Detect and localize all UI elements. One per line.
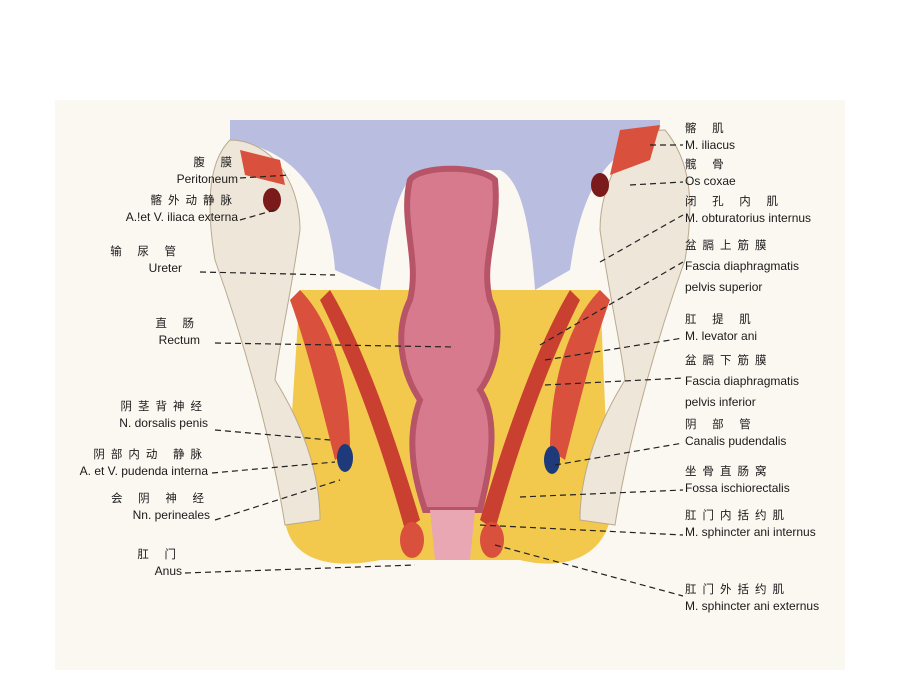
label-en: M. sphincter ani externus — [685, 599, 820, 613]
label-zh: 腹 膜 — [193, 155, 238, 169]
label-en: Ureter — [148, 261, 182, 275]
os-coxae-right — [579, 129, 691, 526]
leader-lines — [184, 144, 684, 597]
label-obturatorius-internus: 闭 孔 内 肌 M. obturatorius internus — [685, 193, 811, 227]
levator-ani-right — [480, 290, 580, 530]
label-en: M. sphincter ani internus — [685, 525, 816, 539]
iliac-vessels-left — [263, 188, 281, 212]
label-sphincter-internus: 肛门内括约肌 M. sphincter ani internus — [685, 507, 816, 541]
label-en: Canalis pudendalis — [685, 434, 787, 448]
label-en: M. obturatorius internus — [685, 211, 812, 225]
label-zh: 髂 肌 — [685, 121, 730, 135]
sphincter-internus-left — [400, 522, 424, 558]
label-zh: 阴 部 管 — [685, 417, 757, 431]
label-pudenda-interna: 阴部内动 静脉 A. et V. pudenda interna — [80, 446, 208, 480]
label-n-dorsalis-penis: 阴茎背神经 N. dorsalis penis — [119, 398, 208, 432]
label-zh: 肛 门 — [137, 547, 182, 561]
label-zh: 阴部内动 静脉 — [93, 447, 208, 461]
label-anus: 肛 门 Anus — [137, 546, 182, 580]
label-rectum: 直 肠 Rectum — [155, 315, 200, 349]
label-peritoneum: 腹 膜 Peritoneum — [177, 154, 238, 188]
label-en: Os coxae — [685, 174, 736, 188]
label-en: Anus — [154, 564, 182, 578]
rectum — [398, 165, 501, 513]
label-en-2: pelvis superior — [685, 280, 763, 294]
obturator-internus-right — [550, 290, 610, 460]
label-zh: 输 尿 管 — [110, 244, 182, 258]
label-en: Fossa ischiorectalis — [685, 481, 790, 495]
label-nn-perineales: 会 阴 神 经 Nn. perineales — [111, 490, 210, 524]
label-os-coxae: 髋 骨 Os coxae — [685, 156, 736, 190]
levator-ani-left — [320, 290, 420, 530]
sphincter-internus-right — [480, 522, 504, 558]
obturator-internus-left — [290, 290, 350, 460]
label-zh: 直 肠 — [155, 316, 200, 330]
label-sphincter-externus: 肛门外括约肌 M. sphincter ani externus — [685, 581, 819, 615]
pudendal-canal-right — [544, 446, 560, 474]
label-fossa-ischiorectalis: 坐骨直肠窝 Fossa ischiorectalis — [685, 463, 790, 497]
label-en-2: pelvis inferior — [685, 395, 756, 409]
iliacus-right — [610, 125, 660, 175]
os-coxae-left — [209, 139, 321, 526]
label-zh: 阴茎背神经 — [120, 399, 208, 413]
label-en: A. et V. pudenda interna — [79, 464, 208, 478]
label-ureter: 输 尿 管 Ureter — [110, 243, 182, 277]
anal-canal — [430, 510, 475, 560]
label-en: Fascia diaphragmatis — [685, 374, 800, 388]
label-en: Nn. perineales — [132, 508, 210, 522]
label-zh: 会 阴 神 经 — [111, 491, 210, 505]
label-en: M. iliacus — [685, 138, 736, 152]
label-zh: 肛 提 肌 — [685, 312, 757, 326]
label-iliac-vessels: 髂外动静脉 A.!et V. iliaca externa — [126, 192, 238, 226]
label-zh: 闭 孔 内 肌 — [685, 194, 784, 208]
label-en: N. dorsalis penis — [119, 416, 208, 430]
label-en: M. levator ani — [685, 329, 758, 343]
label-canalis-pudendalis: 阴 部 管 Canalis pudendalis — [685, 416, 786, 450]
label-en: A.!et V. iliaca externa — [125, 210, 238, 224]
pudendal-canal-left — [337, 444, 353, 472]
label-fascia-superior: 盆膈上筋膜 Fascia diaphragmatis pelvis superior — [685, 235, 799, 298]
label-zh: 盆膈上筋膜 — [685, 238, 773, 252]
label-zh: 肛门外括约肌 — [685, 582, 790, 596]
label-en: Fascia diaphragmatis — [685, 259, 800, 273]
peritoneum — [230, 120, 660, 290]
label-zh: 髂外动静脉 — [150, 193, 238, 207]
label-zh: 盆膈下筋膜 — [685, 353, 773, 367]
label-en: Peritoneum — [176, 172, 238, 186]
label-m-iliacus: 髂 肌 M. iliacus — [685, 120, 735, 154]
label-zh: 髋 骨 — [685, 157, 730, 171]
label-levator-ani: 肛 提 肌 M. levator ani — [685, 311, 757, 345]
label-fascia-inferior: 盆膈下筋膜 Fascia diaphragmatis pelvis inferior — [685, 350, 799, 413]
label-zh: 坐骨直肠窝 — [685, 464, 773, 478]
label-zh: 肛门内括约肌 — [685, 508, 790, 522]
label-en: Rectum — [158, 333, 200, 347]
iliac-vessels-right — [591, 173, 609, 197]
